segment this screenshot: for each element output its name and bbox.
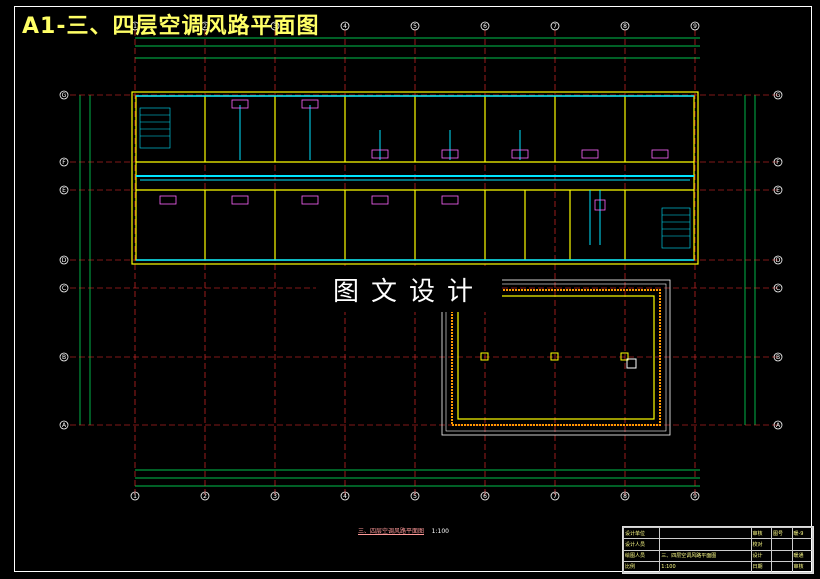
tb-cell: 三、四层空调风路平面图 — [659, 549, 752, 562]
axis-left-C-label: C — [62, 285, 66, 292]
watermark: 图文设计 — [316, 266, 502, 312]
axis-top-3-bubble — [270, 21, 280, 31]
axis-top-4-bubble — [340, 21, 350, 31]
tb-cell: 暖通 — [791, 549, 813, 562]
drawing-caption: 三、四层空调风路平面图 1:100 — [358, 526, 449, 535]
tb-cell: 设计人员 — [622, 538, 661, 551]
axis-top-5-label: 5 — [413, 23, 417, 30]
tb-cell: 图号 — [771, 526, 793, 540]
tb-cell — [791, 538, 813, 551]
axis-bottom-4-label: 4 — [343, 493, 347, 500]
tb-cell — [771, 549, 793, 562]
axis-bottom-1-label: 1 — [133, 493, 137, 500]
axis-left-A-label: A — [62, 422, 67, 429]
staircases — [139, 107, 691, 249]
axis-right-A-bubble — [773, 420, 783, 430]
axis-right-E-bubble — [773, 185, 783, 195]
axis-left-F-bubble — [59, 157, 69, 167]
axis-bottom-5-label: 5 — [413, 493, 417, 500]
tb-cell: 审核 — [791, 560, 813, 574]
axis-bottom-9-bubble — [690, 491, 700, 501]
tb-cell — [659, 526, 752, 540]
tb-cell: 暖-9 — [791, 526, 813, 540]
axis-bottom-2-bubble — [200, 491, 210, 501]
axis-right-A-label: A — [776, 422, 781, 429]
axis-right-B-bubble — [773, 352, 783, 362]
axis-bottom-4-bubble — [340, 491, 350, 501]
axis-top-9-bubble — [690, 21, 700, 31]
tb-cell: 1:100 — [659, 560, 752, 574]
axis-left-D-bubble — [59, 255, 69, 265]
tb-cell: 校对 — [750, 538, 773, 551]
axis-top-3-label: 3 — [273, 23, 277, 30]
axis-bottom-9-label: 9 — [693, 493, 697, 500]
axis-top-6-bubble — [480, 21, 490, 31]
roof-terrace — [441, 279, 671, 436]
axis-left-B-bubble — [59, 352, 69, 362]
axis-top-9-label: 9 — [693, 23, 697, 30]
axis-top-8-label: 8 — [623, 23, 627, 30]
axis-bottom-2-label: 2 — [203, 493, 207, 500]
axis-left-E-bubble — [59, 185, 69, 195]
caption-title: 三、四层空调风路平面图 — [358, 528, 425, 535]
tb-cell: 绘图人员 — [622, 549, 661, 562]
tb-cell: 设计单位 — [622, 526, 661, 540]
axis-right-D-label: D — [776, 257, 781, 264]
drawing-title: A1-三、四层空调风路平面图 — [22, 14, 320, 39]
axis-bottom-7-bubble — [550, 491, 560, 501]
axis-top-1-label: 1 — [133, 23, 137, 30]
tb-cell — [659, 538, 752, 551]
axis-right-C-bubble — [773, 283, 783, 293]
axis-right-E-label: E — [776, 187, 780, 194]
drawing-frame — [14, 6, 812, 572]
axis-right-G-label: G — [776, 92, 781, 99]
axis-right-C-label: C — [776, 285, 780, 292]
axis-left-C-bubble — [59, 283, 69, 293]
axis-bottom-7-label: 7 — [553, 493, 557, 500]
axis-top-7-label: 7 — [553, 23, 557, 30]
axis-right-F-bubble — [773, 157, 783, 167]
axis-bottom-8-label: 8 — [623, 493, 627, 500]
tb-cell: 比例 — [622, 560, 661, 574]
axis-grid-lines — [70, 30, 780, 495]
axis-left-F-label: F — [62, 159, 66, 166]
axis-left-G-label: G — [62, 92, 67, 99]
axis-right-D-bubble — [773, 255, 783, 265]
axis-top-2-label: 2 — [203, 23, 207, 30]
tb-cell: 设计 — [750, 549, 773, 562]
axis-top-6-label: 6 — [483, 23, 487, 30]
axis-top-5-bubble — [410, 21, 420, 31]
axis-bottom-1-bubble — [130, 491, 140, 501]
tb-cell: 日期 — [750, 560, 773, 574]
axis-left-D-label: D — [62, 257, 67, 264]
axis-bottom-6-bubble — [480, 491, 490, 501]
axis-top-4-label: 4 — [343, 23, 347, 30]
axis-bottom-6-label: 6 — [483, 493, 487, 500]
axis-bottom-5-bubble — [410, 491, 420, 501]
axis-bottom-3-label: 3 — [273, 493, 277, 500]
caption-scale: 1:100 — [431, 528, 449, 535]
title-block: 设计单位 审核 图号 暖-9 设计人员 校对 绘图人员 三、四层空调风路平面图 … — [622, 526, 814, 574]
tb-cell — [771, 538, 793, 551]
axis-top-1-bubble — [130, 21, 140, 31]
axis-left-B-label: B — [62, 354, 66, 361]
air-ducts — [136, 95, 694, 261]
axis-bottom-3-bubble — [270, 491, 280, 501]
axis-left-G-bubble — [59, 90, 69, 100]
tb-cell: 审核 — [750, 526, 773, 540]
axis-top-2-bubble — [200, 21, 210, 31]
axis-bottom-8-bubble — [620, 491, 630, 501]
axis-left-E-label: E — [62, 187, 66, 194]
axis-right-B-label: B — [776, 354, 780, 361]
axis-left-A-bubble — [59, 420, 69, 430]
axis-right-G-bubble — [773, 90, 783, 100]
axis-top-8-bubble — [620, 21, 630, 31]
fan-coil-units — [159, 99, 669, 211]
tb-cell — [771, 560, 793, 574]
axis-right-F-label: F — [776, 159, 780, 166]
axis-top-7-bubble — [550, 21, 560, 31]
